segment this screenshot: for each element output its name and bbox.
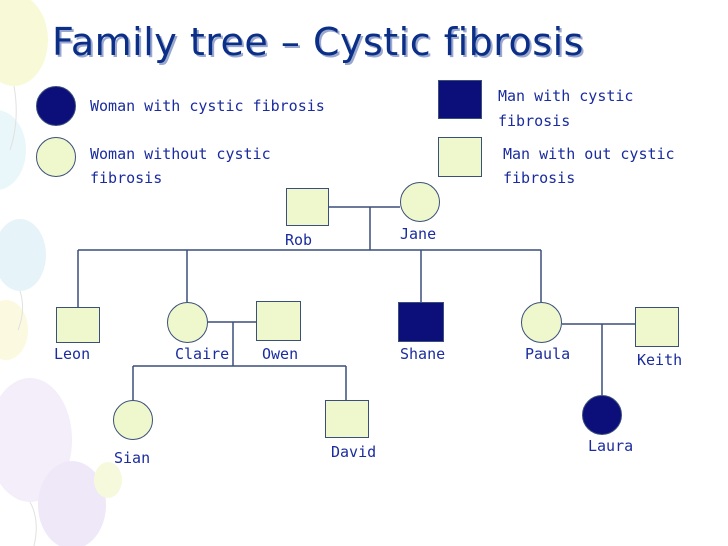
person-rob-label: Rob <box>285 231 313 249</box>
person-sian-label: Sian <box>114 449 151 467</box>
person-owen-label: Owen <box>262 345 299 363</box>
person-laura-circle <box>582 395 622 435</box>
legend-woman-cf-symbol <box>36 86 76 126</box>
legend-man-no-cf-label-line1: Man with out cystic <box>503 145 675 163</box>
person-david-label: David <box>331 443 377 461</box>
slide-title: Family tree – Cystic fibrosis <box>52 20 584 64</box>
person-keith-square <box>635 307 679 347</box>
person-keith-label: Keith <box>637 351 683 369</box>
legend-man-no-cf-symbol <box>438 137 482 177</box>
legend-man-no-cf-label-line2: fibrosis <box>503 169 576 187</box>
legend-man-cf-label-line1: Man with cystic <box>498 87 634 105</box>
person-david-square <box>325 400 369 438</box>
person-leon-square <box>56 307 100 343</box>
person-owen-square <box>256 301 301 341</box>
person-paula-circle <box>521 302 562 343</box>
person-shane-square <box>398 302 444 342</box>
person-rob-square <box>286 188 329 226</box>
person-sian-circle <box>113 400 153 440</box>
person-claire-circle <box>167 302 208 343</box>
person-jane-circle <box>400 182 440 222</box>
person-leon-label: Leon <box>54 345 91 363</box>
person-shane-label: Shane <box>400 345 446 363</box>
legend-woman-no-cf-symbol <box>36 137 76 177</box>
person-paula-label: Paula <box>525 345 571 363</box>
legend-man-cf-label-line2: fibrosis <box>498 112 571 130</box>
legend-woman-no-cf-label-line1: Woman without cystic <box>90 145 271 163</box>
person-claire-label: Claire <box>175 345 230 363</box>
legend-woman-cf-label: Woman with cystic fibrosis <box>90 97 325 115</box>
legend-man-cf-symbol <box>438 80 482 119</box>
person-jane-label: Jane <box>400 225 437 243</box>
legend-woman-no-cf-label-line2: fibrosis <box>90 169 163 187</box>
person-laura-label: Laura <box>588 437 634 455</box>
